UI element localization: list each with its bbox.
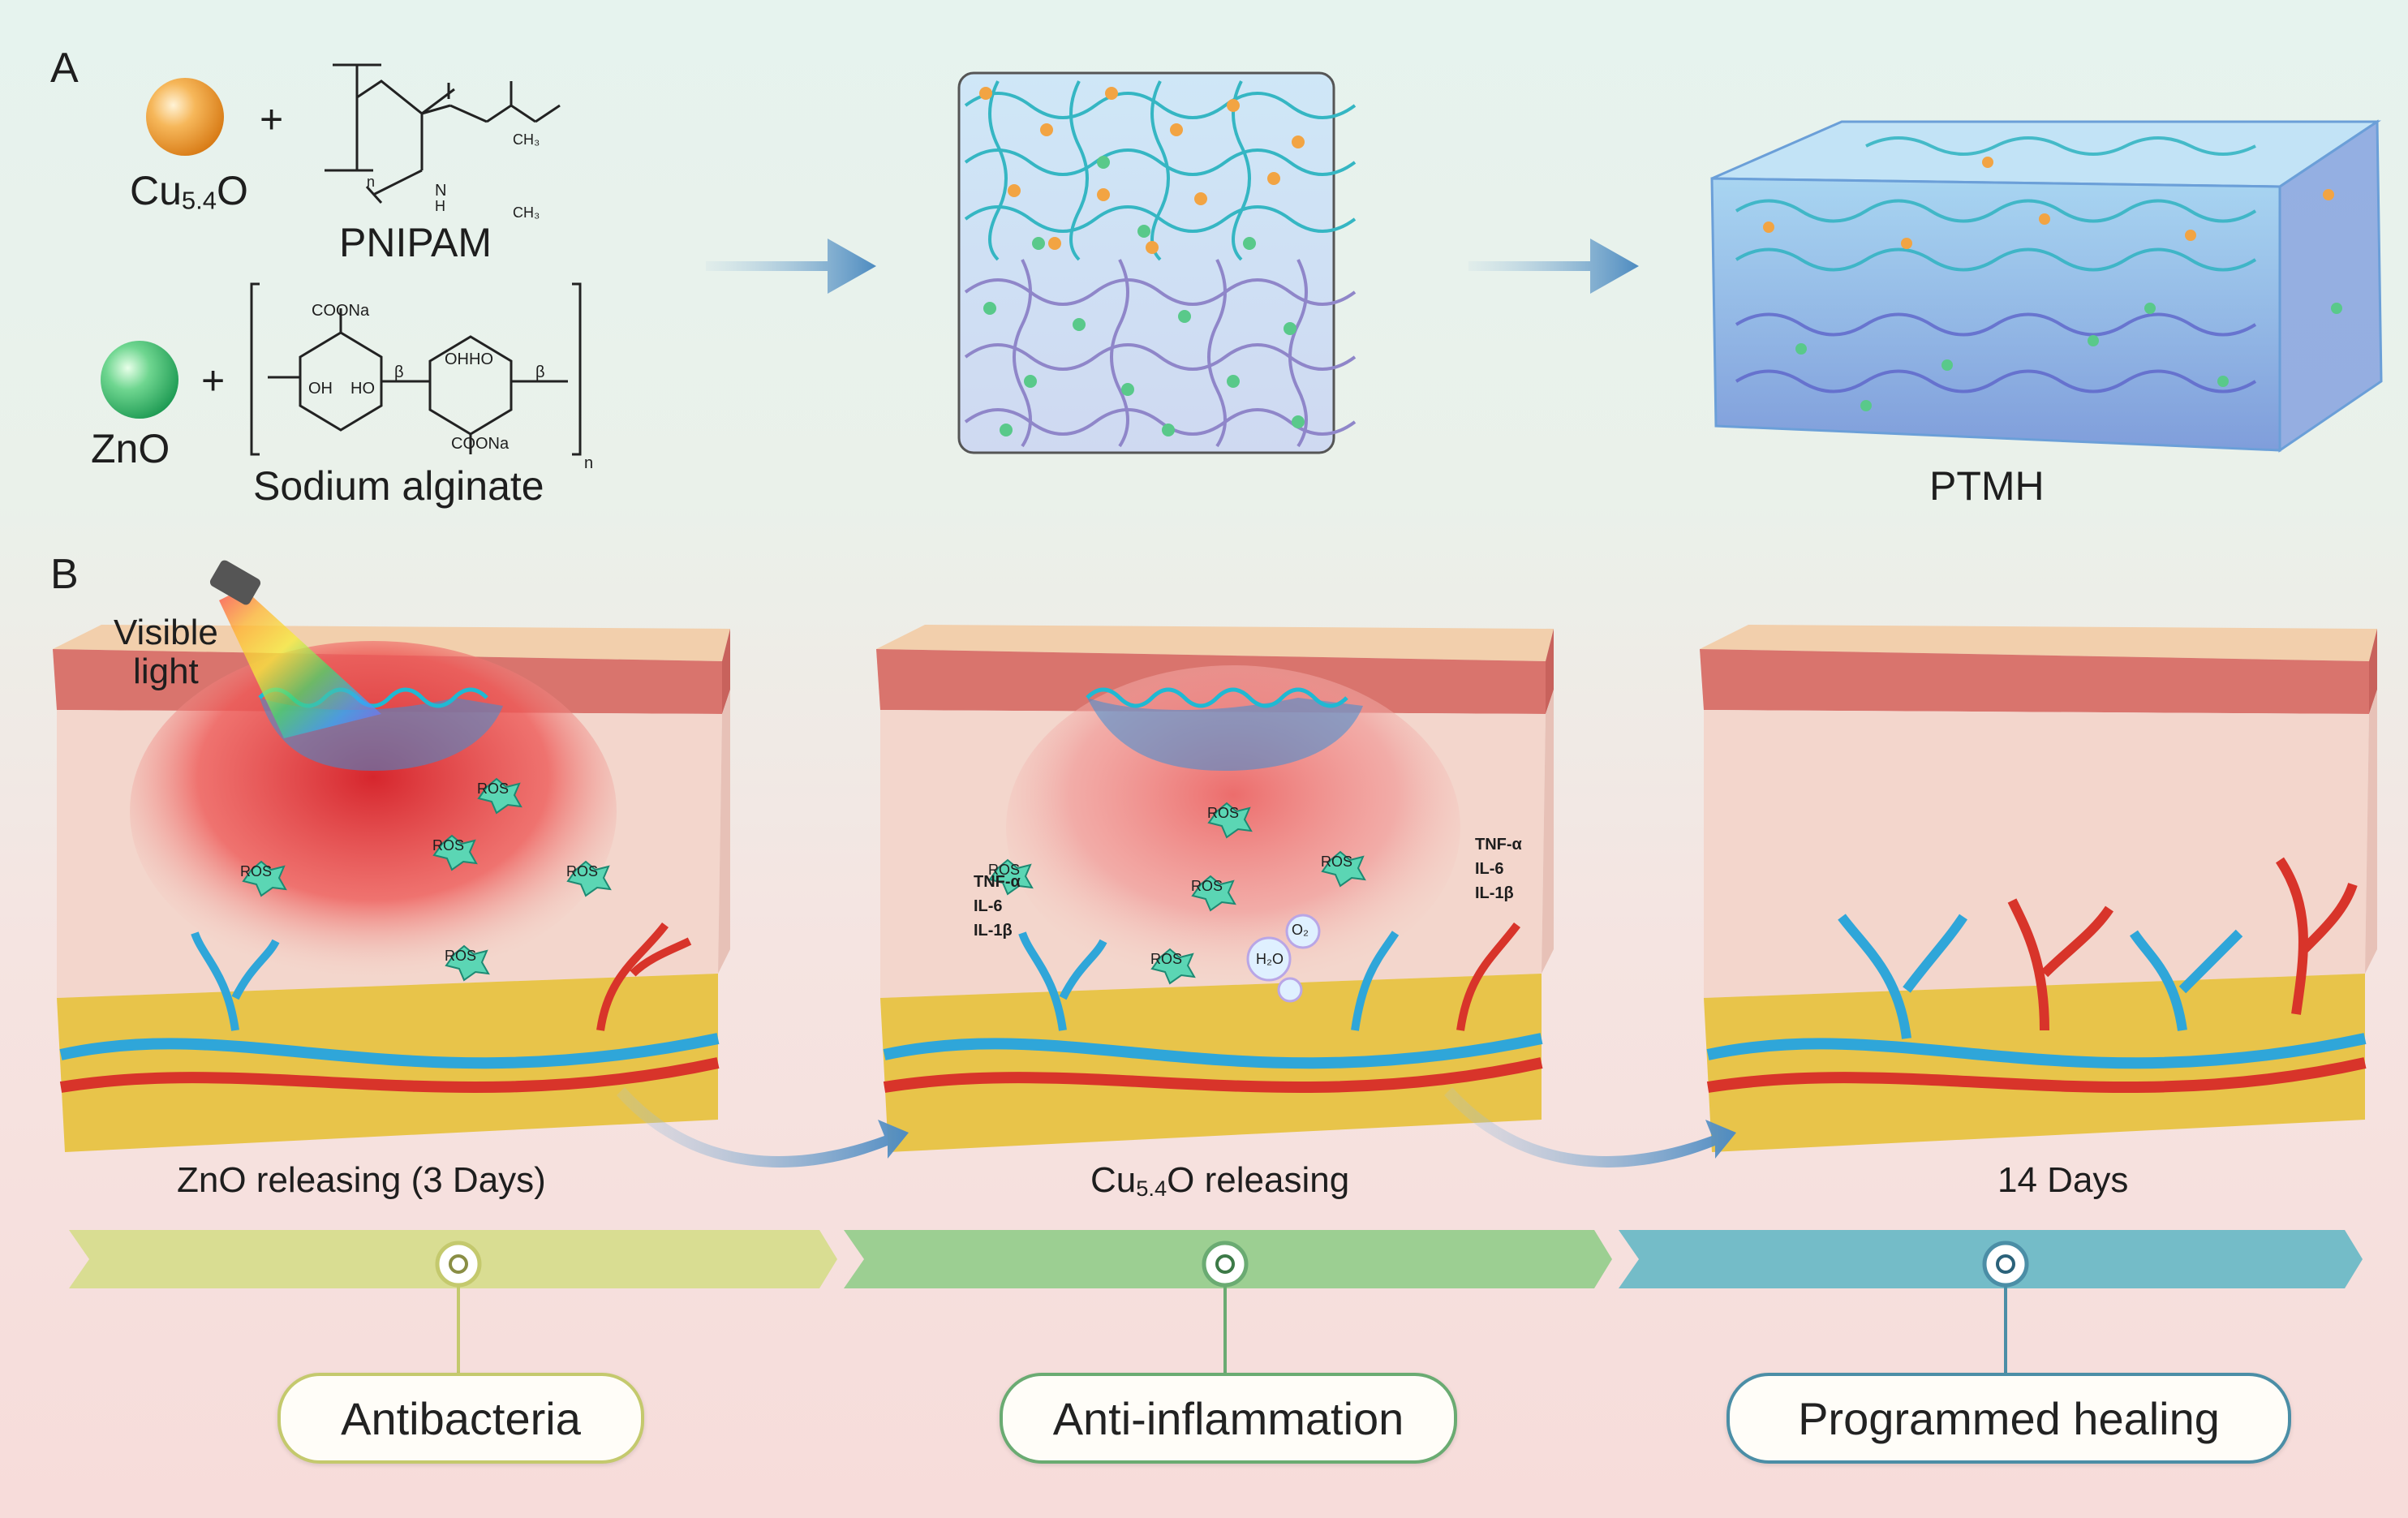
pill-anti-inflammation: Anti-inflammation bbox=[1000, 1373, 1457, 1464]
alginate-structure bbox=[250, 282, 582, 456]
ptmh-hydrogel-block bbox=[1710, 119, 2383, 453]
panel-b-letter: B bbox=[50, 551, 79, 598]
oxygen-label: O₂ bbox=[1292, 922, 1309, 938]
plus-sign-1: + bbox=[260, 97, 284, 142]
beta-label-2: β bbox=[535, 363, 545, 381]
stage1-caption: ZnO releasing (3 Days) bbox=[177, 1160, 546, 1200]
pill-antibacteria: Antibacteria bbox=[277, 1373, 644, 1464]
timeline-node-3 bbox=[1982, 1241, 2029, 1288]
alginate-label: Sodium alginate bbox=[253, 463, 544, 509]
timeline-node-2 bbox=[1202, 1241, 1249, 1288]
visible-light-label: Visible light bbox=[114, 613, 218, 691]
zno-label: ZnO bbox=[91, 426, 170, 471]
skin-block-stage2 bbox=[876, 625, 1554, 1152]
zno-particle bbox=[101, 341, 178, 419]
ho-label: HO bbox=[350, 380, 375, 398]
coona-bottom-label: COONa bbox=[451, 435, 510, 453]
plus-sign-2: + bbox=[201, 358, 226, 403]
ros-label-10: ROS bbox=[1150, 951, 1183, 967]
skin-block-stage1 bbox=[53, 560, 730, 1152]
ros-label-5: ROS bbox=[477, 781, 510, 797]
flow-arrow-1 bbox=[617, 1087, 909, 1168]
network-box bbox=[957, 71, 1357, 454]
pnipam-structure bbox=[325, 63, 561, 204]
alginate-n-label: n bbox=[584, 454, 594, 472]
process-arrow-1 bbox=[706, 239, 876, 294]
oh-label: OH bbox=[308, 380, 333, 398]
pnipam-label: PNIPAM bbox=[339, 220, 492, 265]
ros-label-6: ROS bbox=[988, 862, 1021, 878]
ros-label-9: ROS bbox=[1321, 854, 1353, 870]
cu-particle bbox=[146, 78, 224, 156]
stage2-caption: Cu5.4O releasing bbox=[1090, 1160, 1350, 1201]
ros-label-4: ROS bbox=[432, 837, 465, 854]
ohho-label: OHHO bbox=[445, 350, 493, 368]
cu-label: Cu5.4O bbox=[130, 168, 248, 215]
ch3-top-label: CH₃ bbox=[513, 131, 540, 148]
cytokine-list-left: TNF-α IL-6 IL-1β bbox=[974, 873, 1021, 940]
flow-arrow-2 bbox=[1444, 1087, 1736, 1168]
ros-label-2: ROS bbox=[566, 863, 599, 879]
cytokine-list-right: TNF-α IL-6 IL-1β bbox=[1475, 836, 1522, 902]
ros-label-8: ROS bbox=[1191, 878, 1223, 894]
nh-h-label: H bbox=[435, 198, 445, 214]
ros-label-7: ROS bbox=[1207, 805, 1240, 821]
skin-block-stage3 bbox=[1700, 625, 2377, 1152]
ros-label-1: ROS bbox=[240, 863, 273, 879]
coona-top-label: COONa bbox=[312, 302, 370, 320]
panel-a-letter: A bbox=[50, 45, 79, 92]
timeline-node-1 bbox=[435, 1241, 482, 1288]
n-atom-label: N bbox=[435, 182, 447, 200]
water-label: H₂O bbox=[1256, 951, 1284, 967]
ch3-bottom-label: CH₃ bbox=[513, 204, 540, 221]
ros-label-3: ROS bbox=[445, 948, 477, 964]
light-source-icon bbox=[209, 560, 261, 605]
ptmh-label: PTMH bbox=[1929, 463, 2045, 509]
beta-label-1: β bbox=[394, 363, 404, 381]
repeat-n-label: n bbox=[367, 174, 376, 190]
pill-programmed-healing: Programmed healing bbox=[1726, 1373, 2291, 1464]
stage3-caption: 14 Days bbox=[1997, 1160, 2129, 1200]
process-arrow-2 bbox=[1468, 239, 1639, 294]
